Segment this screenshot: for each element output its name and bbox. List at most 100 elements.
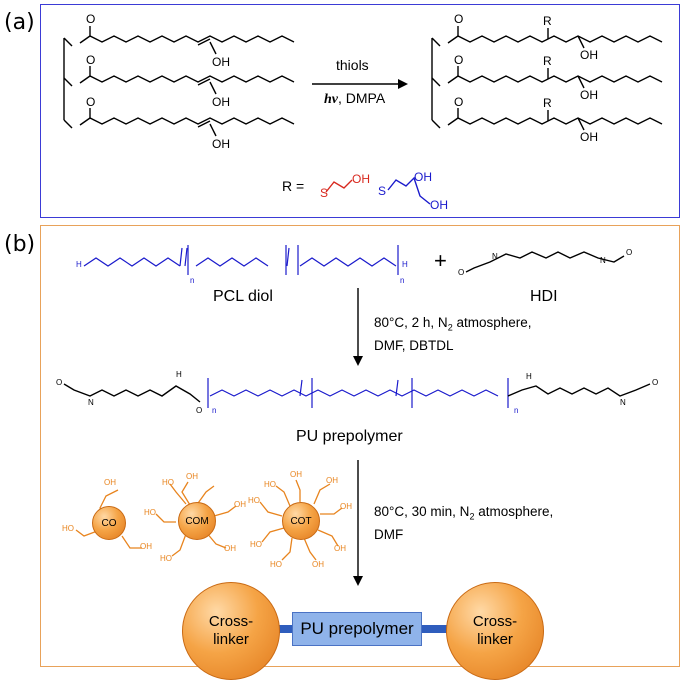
cot-ho-2: HO xyxy=(270,560,282,569)
co-crosslinker: CO xyxy=(92,506,126,540)
thioglycerol-r-group xyxy=(387,176,431,205)
panel-a-frame xyxy=(40,4,680,218)
atom-oh-1: OH xyxy=(212,55,230,69)
blue-oh-atom-2: OH xyxy=(430,198,448,212)
reagent-conditions: hv, DMPA xyxy=(324,90,385,108)
pu-o-carbonyl-left: O xyxy=(196,406,203,415)
com-oh-2: OH xyxy=(234,500,246,509)
pu-n-sub-1: n xyxy=(212,406,217,415)
arrow-b2-head xyxy=(353,576,363,586)
crosslinker-right-label: Cross- linker xyxy=(472,613,518,648)
red-s-atom: S xyxy=(320,186,329,200)
triglyceride-structure xyxy=(63,26,295,137)
reagent-dmpa: , DMPA xyxy=(338,90,386,106)
pu-n-right: N xyxy=(620,398,626,407)
crosslinker-ball-right: Cross- linker xyxy=(446,582,544,680)
crosslinker-arms xyxy=(75,479,343,561)
cot-oh-1: OH xyxy=(290,470,302,479)
step2-line2: DMF xyxy=(374,526,404,542)
cot-oh-3: OH xyxy=(340,502,352,511)
atom-oh-2: OH xyxy=(212,95,230,109)
pu-prepolymer-name: PU prepolymer xyxy=(296,428,403,445)
pu-h-left: H xyxy=(176,370,182,379)
cot-oh-2: OH xyxy=(326,476,338,485)
product-atom-oh-2: OH xyxy=(580,88,598,102)
right-connector xyxy=(418,625,462,633)
atom-o-1: O xyxy=(86,12,96,26)
arrow-b1-head xyxy=(353,356,363,366)
atom-o-2: O xyxy=(86,53,96,67)
com-ho-3: HO xyxy=(144,508,156,517)
panel-b-frame xyxy=(40,225,680,667)
hdi-o-left: O xyxy=(458,268,465,277)
product-atom-r-3: R xyxy=(543,96,552,110)
product-atom-r-2: R xyxy=(543,54,552,68)
com-oh-1: OH xyxy=(186,472,198,481)
arrow-a-head xyxy=(398,79,408,89)
atom-oh-3: OH xyxy=(212,137,230,151)
thiolated-product-structure xyxy=(431,26,663,131)
atom-o-3: O xyxy=(86,95,96,109)
crosslinker-ball-left: Cross- linker xyxy=(182,582,280,680)
pcl-diol-name: PCL diol xyxy=(213,288,273,305)
com-oh-3: OH xyxy=(224,544,236,553)
plus-sign: + xyxy=(434,248,447,273)
step1-n2-sub: 2 xyxy=(447,322,453,333)
hdi-structure xyxy=(465,251,625,273)
hdi-name: HDI xyxy=(530,288,558,305)
co-oh-1: OH xyxy=(104,478,116,487)
panel-a-label: (a) xyxy=(4,10,35,35)
cot-ho-3: HO xyxy=(250,540,262,549)
cot-ho-1: HO xyxy=(264,480,276,489)
step1-line1-text: 80°C, 2 h, N xyxy=(374,315,448,330)
step1-conditions: 80°C, 2 h, N2 atmosphere, DMF, DBTDL xyxy=(374,314,532,355)
cot-oh-4: OH xyxy=(334,544,346,553)
co-label: CO xyxy=(101,518,117,529)
product-atom-oh-1: OH xyxy=(580,48,598,62)
step1-line1: 80°C, 2 h, N2 atmosphere, xyxy=(374,314,532,337)
blue-oh-atom-1: OH xyxy=(414,170,432,184)
pu-h-right: H xyxy=(526,372,532,381)
product-atom-o-3: O xyxy=(454,95,464,109)
step2-line1: 80°C, 30 min, N2 atmosphere, xyxy=(374,503,553,526)
hdi-n-right: N xyxy=(600,256,606,265)
pu-o-left: O xyxy=(56,378,63,387)
pcl-n-sub-2: n xyxy=(400,276,405,285)
pu-prepolymer-bar: PU prepolymer xyxy=(292,612,422,646)
pu-n-left: N xyxy=(88,398,94,407)
com-label: COM xyxy=(185,516,209,527)
step1-line2: DMF, DBTDL xyxy=(374,337,454,353)
co-oh-2: OH xyxy=(140,542,152,551)
cot-ho-4: HO xyxy=(248,496,260,505)
pu-n-sub-2: n xyxy=(514,406,519,415)
pcl-n-sub-1: n xyxy=(190,276,195,285)
cot-oh-5: OH xyxy=(312,560,324,569)
panel-b-label: (b) xyxy=(4,232,36,257)
product-atom-oh-3: OH xyxy=(580,130,598,144)
com-ho-2: HO xyxy=(160,554,172,563)
pcl-h-atom-2: H xyxy=(402,260,408,269)
co-ho-1: HO xyxy=(62,524,74,533)
product-atom-o-1: O xyxy=(454,12,464,26)
step1-line1-end: atmosphere, xyxy=(452,315,532,330)
blue-s-atom: S xyxy=(378,184,387,198)
crosslinker-left-label: Cross- linker xyxy=(208,613,254,648)
step2-n2-sub: 2 xyxy=(469,511,475,522)
hdi-n-left: N xyxy=(492,252,498,261)
product-atom-r-1: R xyxy=(543,14,552,28)
red-oh-atom: OH xyxy=(352,172,370,186)
step2-conditions: 80°C, 30 min, N2 atmosphere, DMF xyxy=(374,503,553,544)
reagent-hv: hv xyxy=(324,92,338,107)
pcl-diol-structure xyxy=(83,245,399,275)
reagent-thiols: thiols xyxy=(336,57,369,73)
product-atom-o-2: O xyxy=(454,53,464,67)
pcl-h-atom: H xyxy=(76,260,82,269)
cot-crosslinker: COT xyxy=(282,502,320,540)
pu-o-right: O xyxy=(652,378,659,387)
r-equals-label: R = xyxy=(282,178,305,194)
com-crosslinker: COM xyxy=(178,502,216,540)
cot-label: COT xyxy=(290,516,312,527)
com-ho-1: HO xyxy=(162,478,174,487)
pu-prepolymer-structure xyxy=(63,378,651,408)
